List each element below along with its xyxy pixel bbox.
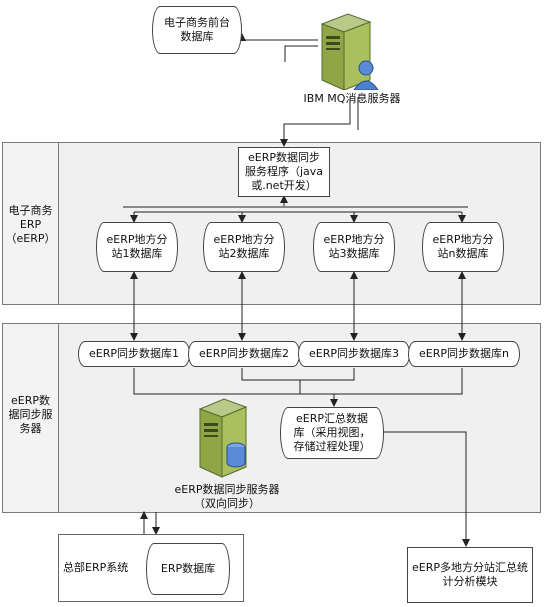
- branch-db-n: eERP地方分站n数据库: [422, 222, 504, 272]
- hq-erp-label: 总部ERP系统: [63, 561, 129, 574]
- stats-module-label: eERP多地方分站汇总统计分析模块: [412, 561, 528, 588]
- branch-db-label: eERP地方分站2数据库: [213, 233, 275, 260]
- sync-db-label: eERP同步数据库1: [89, 347, 179, 360]
- sync-db-3: eERP同步数据库3: [298, 341, 410, 367]
- erp-db: ERP数据库: [146, 543, 230, 595]
- branch-db-label: eERP地方分站3数据库: [323, 233, 385, 260]
- mq-server-icon: [318, 10, 382, 91]
- sync-db-label: eERP同步数据库n: [419, 347, 509, 360]
- sync-program-label: eERP数据同步服务程序（java或.net开发）: [244, 151, 324, 192]
- branch-db-label: eERP地方分站n数据库: [432, 233, 494, 260]
- erp-label-line3: （eERP）: [5, 232, 56, 245]
- branch-db-3: eERP地方分站3数据库: [313, 222, 395, 272]
- sync-section-label-text: eERP数据同步服务器: [8, 394, 53, 435]
- sync-db-1: eERP同步数据库1: [78, 341, 190, 367]
- branch-db-2: eERP地方分站2数据库: [203, 222, 285, 272]
- sync-db-label: eERP同步数据库2: [199, 347, 289, 360]
- summary-db-label: eERP汇总数据库（采用视图，存储过程处理）: [293, 412, 371, 453]
- sync-section-label: eERP数据同步服务器: [8, 394, 53, 436]
- ecommerce-frontend-db: 电子商务前台数据库: [152, 6, 242, 54]
- branch-db-label: eERP地方分站1数据库: [106, 233, 168, 260]
- erp-label-line2: ERP: [19, 218, 42, 231]
- erp-section-label-cell: [2, 142, 59, 305]
- erp-label-line1: 电子商务: [8, 204, 53, 217]
- sync-service-program: eERP数据同步服务程序（java或.net开发）: [238, 147, 330, 197]
- erp-section-label: 电子商务 ERP （eERP）: [2, 204, 59, 246]
- sync-db-label: eERP同步数据库3: [309, 347, 399, 360]
- sync-db-n: eERP同步数据库n: [408, 341, 520, 367]
- sync-db-2: eERP同步数据库2: [188, 341, 300, 367]
- ecommerce-db-label: 电子商务前台数据库: [164, 16, 230, 43]
- sync-server-label: eERP数据同步服务器（双向同步）: [174, 483, 280, 510]
- stats-analysis-module: eERP多地方分站汇总统计分析模块: [407, 547, 533, 603]
- erp-db-label: ERP数据库: [160, 562, 216, 575]
- mq-server-label: IBM MQ消息服务器: [303, 92, 401, 105]
- summary-db: eERP汇总数据库（采用视图，存储过程处理）: [280, 407, 384, 459]
- sync-server-icon: [196, 395, 256, 481]
- branch-db-1: eERP地方分站1数据库: [96, 222, 178, 272]
- sync-section-label-cell: [2, 323, 59, 513]
